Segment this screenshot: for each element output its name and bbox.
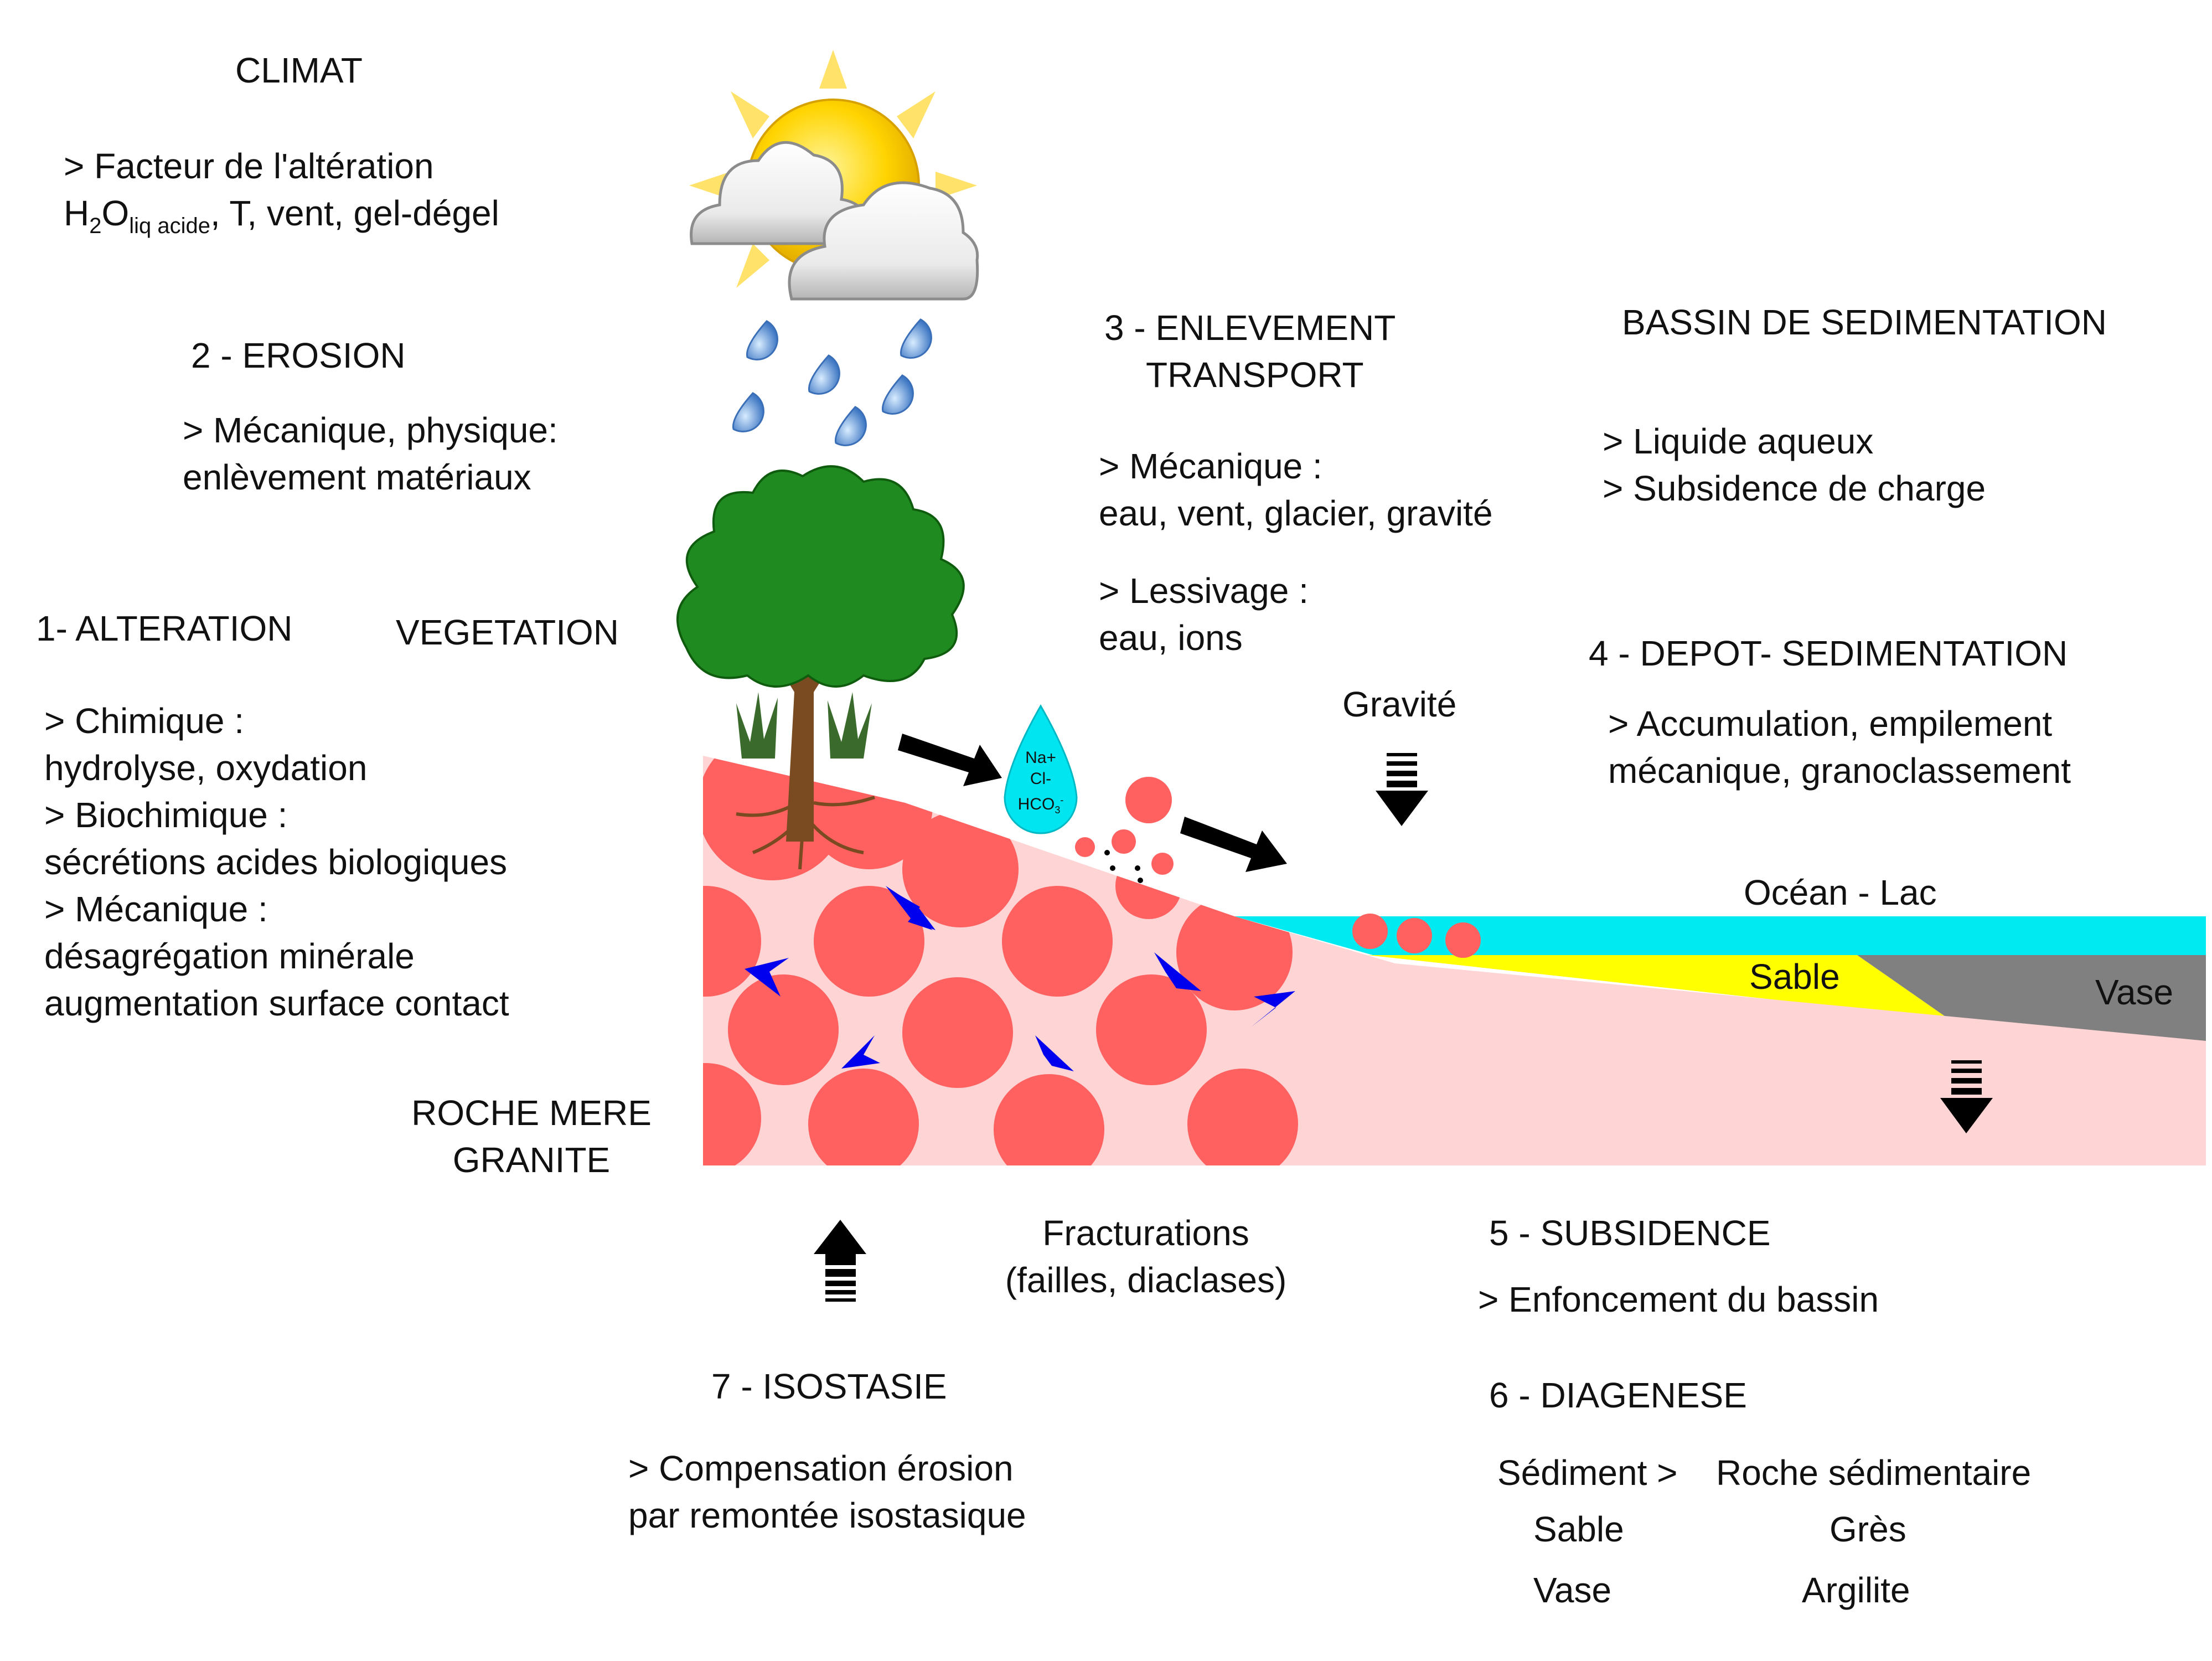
bedrock-line-2: GRANITE bbox=[452, 1140, 611, 1180]
isostasy-line-2: par remontée isostasique bbox=[628, 1495, 1026, 1535]
diagenesis-row2-left: Vase bbox=[1533, 1570, 1612, 1610]
alteration-line-7: augmentation surface contact bbox=[44, 983, 509, 1023]
alteration-line-2: hydrolyse, oxydation bbox=[44, 748, 368, 788]
alteration-line-6: désagrégation minérale bbox=[44, 936, 415, 976]
subsidence-line-1: > Enfoncement du bassin bbox=[1478, 1280, 1879, 1319]
transport-arrow bbox=[898, 734, 1002, 786]
erosion-line-2: enlèvement matériaux bbox=[183, 457, 531, 497]
subsidence-arrow-icon bbox=[1940, 1060, 1993, 1133]
diagenesis-head-right: Roche sédimentaire bbox=[1716, 1453, 2032, 1493]
mud-label: Vase bbox=[2095, 972, 2174, 1012]
cloud-icon bbox=[788, 181, 979, 301]
transport-title-2: TRANSPORT bbox=[1146, 355, 1364, 395]
alteration-title: 1- ALTERATION bbox=[36, 608, 293, 648]
basin-title: BASSIN DE SEDIMENTATION bbox=[1622, 302, 2107, 342]
grass-icon bbox=[736, 692, 872, 759]
transport-line-1: > Mécanique : bbox=[1099, 446, 1322, 486]
deposit-line-1: > Accumulation, empilement bbox=[1608, 704, 2053, 744]
erosion-line-1: > Mécanique, physique: bbox=[183, 410, 558, 450]
isostasy-line-1: > Compensation érosion bbox=[628, 1448, 1014, 1488]
fractures-line-1: Fracturations bbox=[1042, 1213, 1249, 1253]
gravity-label: Gravité bbox=[1342, 684, 1457, 724]
climate-line-2: H2Oliq acide, T, vent, gel-dégel bbox=[64, 193, 499, 238]
bedrock-line-1: ROCHE MERE bbox=[411, 1093, 652, 1133]
climate-title: CLIMAT bbox=[235, 50, 363, 90]
subsidence-title: 5 - SUBSIDENCE bbox=[1489, 1213, 1771, 1253]
ion-hco3: HCO3- bbox=[1017, 795, 1064, 816]
transport-title-1: 3 - ENLEVEMENT bbox=[1104, 308, 1396, 348]
eroded-particles bbox=[1075, 777, 1481, 958]
diagenesis-row2-right: Argilite bbox=[1802, 1570, 1910, 1610]
tree-roots bbox=[736, 796, 875, 870]
transport-line-2: eau, vent, glacier, gravité bbox=[1099, 493, 1493, 533]
basin-line-2: > Subsidence de charge bbox=[1603, 468, 1986, 508]
diagenesis-row1-left: Sable bbox=[1533, 1509, 1624, 1549]
isostasy-arrow-icon bbox=[814, 1220, 866, 1302]
climate-line-1: > Facteur de l'altération bbox=[64, 146, 434, 186]
transport-line-3: > Lessivage : bbox=[1099, 571, 1309, 611]
deposit-line-2: mécanique, granoclassement bbox=[1608, 751, 2071, 791]
ion-na: Na+ bbox=[1025, 749, 1056, 767]
bedrock-base bbox=[703, 756, 2206, 1165]
alteration-line-5: > Mécanique : bbox=[44, 889, 268, 929]
tree-icon bbox=[676, 465, 965, 870]
rain-drops bbox=[732, 318, 932, 446]
transport-line-4: eau, ions bbox=[1099, 618, 1243, 658]
gravity-arrow-icon bbox=[1376, 753, 1428, 826]
ion-cl: Cl- bbox=[1030, 770, 1052, 788]
diagenesis-row1-right: Grès bbox=[1829, 1509, 1906, 1549]
fracture-arrows bbox=[745, 886, 1295, 1071]
ocean-label: Océan - Lac bbox=[1744, 873, 1937, 912]
tree-foliage bbox=[676, 465, 965, 688]
mud-layer bbox=[1857, 955, 2206, 1046]
weather-icon bbox=[689, 50, 979, 446]
deposit-title: 4 - DEPOT- SEDIMENTATION bbox=[1589, 633, 2068, 673]
isostasy-title: 7 - ISOSTASIE bbox=[711, 1366, 947, 1406]
alteration-line-3: > Biochimique : bbox=[44, 795, 288, 835]
diagenesis-head-left: Sédiment > bbox=[1497, 1453, 1678, 1493]
granite-blocks bbox=[703, 756, 1298, 1165]
vegetation-label: VEGETATION bbox=[396, 612, 619, 652]
erosion-title: 2 - EROSION bbox=[191, 336, 406, 375]
fractures-line-2: (failles, diaclases) bbox=[1005, 1260, 1287, 1300]
cloud-icon bbox=[690, 141, 871, 245]
ion-dots bbox=[1104, 850, 1143, 883]
alteration-line-1: > Chimique : bbox=[44, 701, 245, 741]
transport-arrow bbox=[1180, 817, 1287, 872]
alteration-line-4: sécrétions acides biologiques bbox=[44, 842, 508, 882]
sand-label: Sable bbox=[1749, 957, 1840, 997]
ion-water-drop-icon bbox=[1004, 704, 1078, 834]
basin-line-1: > Liquide aqueux bbox=[1603, 421, 1874, 461]
diagenesis-title: 6 - DIAGENESE bbox=[1489, 1375, 1747, 1415]
